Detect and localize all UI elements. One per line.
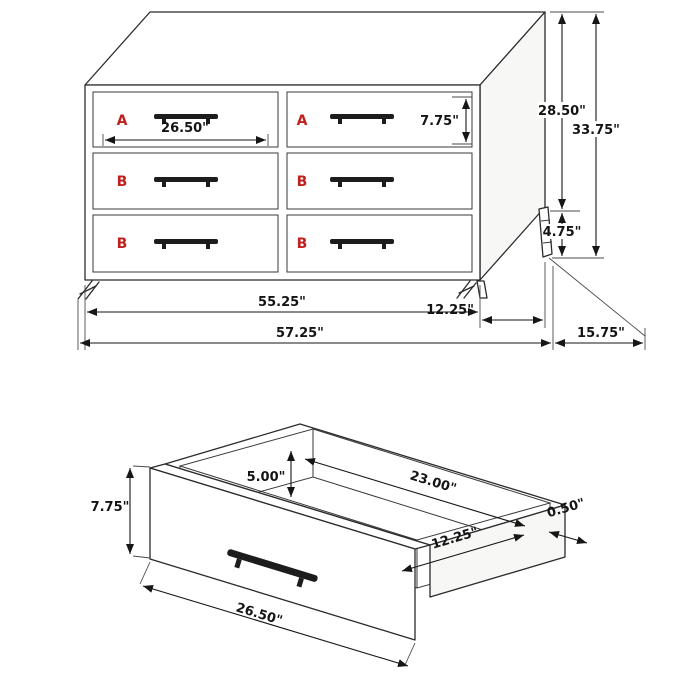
dim-overall-height-label: 33.75" xyxy=(572,123,620,138)
drawer-letter: A xyxy=(297,113,308,129)
dresser-overview: A A B B B B 26.50" xyxy=(77,11,646,350)
dim-overall-width-label: 57.25" xyxy=(276,326,324,341)
drawer-detail: 7.75" 5.00" 23.00" 12.25" 0.50" xyxy=(91,423,588,667)
dim-inner-height-label: 5.00" xyxy=(247,470,286,485)
dim-leg-height-label: 4.75" xyxy=(543,225,582,240)
handle-icon xyxy=(330,177,394,187)
dim-inner-height: 5.00" xyxy=(247,451,295,497)
dresser-top-face xyxy=(84,11,546,86)
handle-icon xyxy=(154,177,218,187)
dim-widths: 55.25" 12.25" 57.25" 15.75" xyxy=(77,257,646,350)
drawer-letter: B xyxy=(117,174,128,190)
handle-icon xyxy=(154,239,218,249)
drawer-front-a-left xyxy=(92,91,279,148)
drawer-handle-icons xyxy=(154,114,394,249)
handle-icon xyxy=(154,114,218,124)
dim-overall-depth-label: 15.75" xyxy=(577,326,625,341)
dim-front-width-label: 26.50" xyxy=(234,600,284,628)
drawer-letter: B xyxy=(297,174,308,190)
dim-front-height-label: 7.75" xyxy=(91,500,130,515)
drawer-letter: B xyxy=(297,236,308,252)
handle-icon xyxy=(227,549,318,588)
handle-icon xyxy=(330,239,394,249)
dim-drawer-width-label: 26.50" xyxy=(161,121,209,136)
dim-body-height-label: 28.50" xyxy=(538,104,586,119)
dresser-front-face xyxy=(84,84,481,281)
dim-panel-thickness-label: 0.50" xyxy=(545,496,586,521)
drawer-front-b-bot-right xyxy=(286,214,473,273)
dim-leg-depth-label: 12.25" xyxy=(426,303,474,318)
drawer-front-b-mid-left xyxy=(92,152,279,210)
dim-heights: 28.50" 33.75" 4.75" xyxy=(538,11,620,259)
drawer-front-a-right xyxy=(286,91,473,148)
drawer-letter: B xyxy=(117,236,128,252)
handle-icon xyxy=(330,114,394,124)
drawer-letter: A xyxy=(117,113,128,129)
dim-body-width-label: 55.25" xyxy=(258,295,306,310)
drawer-front-b-mid-right xyxy=(286,152,473,210)
drawer-front-b-bot-left xyxy=(92,214,279,273)
dim-front-height: 7.75" xyxy=(91,465,151,559)
dim-drawer-width: 26.50" xyxy=(102,121,269,146)
dim-drawer-height-label: 7.75" xyxy=(420,114,459,129)
dresser-legs xyxy=(77,206,553,300)
dim-drawer-height: 7.75" xyxy=(420,96,472,145)
